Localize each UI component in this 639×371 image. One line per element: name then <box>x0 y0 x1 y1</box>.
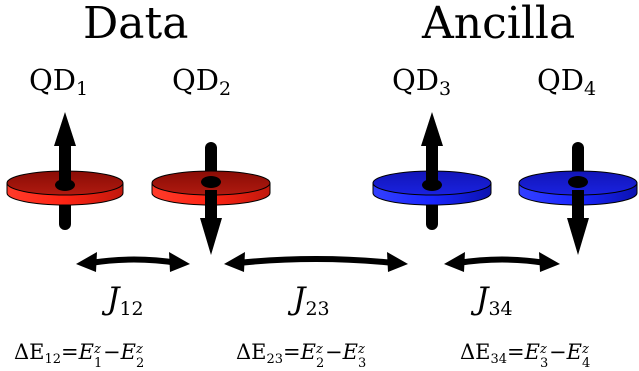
coupling-j34-label: J34 <box>476 281 513 320</box>
spin-up-arrow-icon <box>421 112 443 191</box>
qd1-label: QD1 <box>29 63 89 100</box>
coupling-j23-arrow-icon <box>224 252 408 272</box>
data-group-title: Data <box>83 0 189 49</box>
spin-up-arrow-icon <box>54 112 76 191</box>
ancilla-group-title: Ancilla <box>422 0 576 49</box>
qd1-disk <box>6 112 124 230</box>
coupling-j12-arrow-icon <box>76 252 190 272</box>
qd4-label: QD4 <box>537 63 597 100</box>
qd2-label: QD2 <box>172 63 232 100</box>
qd3-label: QD3 <box>392 63 452 100</box>
qd4-disk <box>518 142 638 255</box>
qd3-disk <box>372 112 492 230</box>
spin-down-arrow-icon <box>567 176 589 255</box>
coupling-j12-label: J12 <box>107 281 144 320</box>
spin-down-arrow-icon <box>200 176 222 255</box>
qd2-disk <box>151 142 271 255</box>
coupling-j23-label: J23 <box>293 281 330 320</box>
coupling-j34-arrow-icon <box>444 252 560 272</box>
